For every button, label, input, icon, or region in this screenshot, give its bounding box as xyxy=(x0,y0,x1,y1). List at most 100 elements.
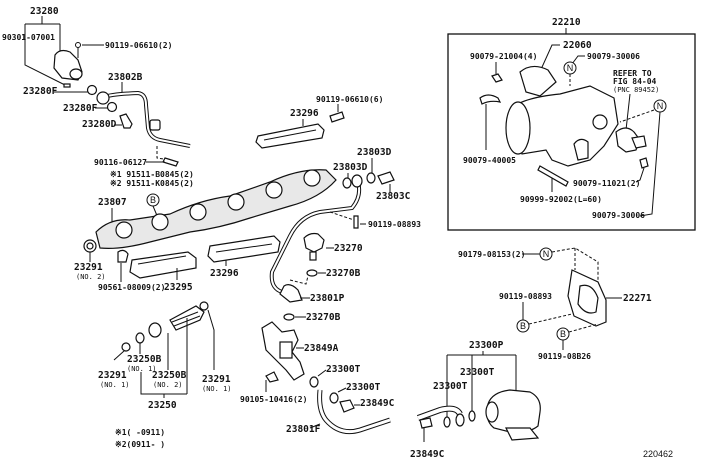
callout-b-letter-2: B xyxy=(520,321,526,331)
part-90561-08009[interactable] xyxy=(117,249,129,263)
label-23250B-no2[interactable]: 23250B xyxy=(152,370,187,381)
label-23280F-b[interactable]: 23280F xyxy=(63,103,98,114)
label-23296-bottom[interactable]: 23296 xyxy=(210,268,239,279)
callout-B-left[interactable]: B xyxy=(516,319,530,333)
part-90079-11021[interactable] xyxy=(639,157,649,169)
part-22271-gasket-hole xyxy=(577,284,599,314)
label-22210[interactable]: 22210 xyxy=(552,17,581,28)
label-23280F-a[interactable]: 23280F xyxy=(23,86,58,97)
label-23300T-c[interactable]: 23300T xyxy=(460,367,495,378)
label-23801P[interactable]: 23801P xyxy=(310,293,345,304)
label-22271[interactable]: 22271 xyxy=(623,293,652,304)
part-23280F-b[interactable] xyxy=(106,101,118,113)
label-23849A[interactable]: 23849A xyxy=(304,343,339,354)
callout-N-top[interactable]: N xyxy=(563,61,577,75)
label-90079-30006-a[interactable]: 90079-30006 xyxy=(587,52,640,61)
part-23300T-c[interactable] xyxy=(468,410,476,422)
label-23300T-d[interactable]: 23300T xyxy=(433,381,468,392)
label-23803D-b[interactable]: 23803D xyxy=(333,162,368,173)
part-90119-08893-a[interactable] xyxy=(353,215,359,229)
part-23296-bottom[interactable] xyxy=(207,235,281,263)
label-23849C-a[interactable]: 23849C xyxy=(360,398,395,409)
part-22060-elbow[interactable] xyxy=(519,65,557,97)
part-90999-92002-pin[interactable] xyxy=(537,165,569,187)
label-23291-no2[interactable]: 23291 xyxy=(74,262,103,273)
label-90119-06610-2[interactable]: 90119-06610(2) xyxy=(105,41,172,50)
label-23250B-no1[interactable]: 23250B xyxy=(127,354,162,365)
part-23280D[interactable] xyxy=(119,113,133,129)
label-90079-30006-b[interactable]: 90079-30006 xyxy=(592,211,645,220)
part-23801P[interactable] xyxy=(279,284,303,303)
part-23250B-no2[interactable] xyxy=(148,322,162,338)
label-23291-no1-right[interactable]: 23291 xyxy=(202,374,231,385)
part-throttle-position-sensor[interactable] xyxy=(615,127,641,153)
label-23849C-b[interactable]: 23849C xyxy=(410,449,445,460)
part-23300T-d[interactable] xyxy=(443,416,451,428)
footnote-2: ※2(0911- ) xyxy=(115,440,165,449)
label-23300P[interactable]: 23300P xyxy=(469,340,504,351)
label-23280[interactable]: 23280 xyxy=(30,6,59,17)
callout-B-right[interactable]: B xyxy=(556,327,570,341)
bolt-head xyxy=(75,42,81,48)
label-23300T-a[interactable]: 23300T xyxy=(326,364,361,375)
label-23270[interactable]: 23270 xyxy=(334,243,363,254)
part-23849C-a[interactable] xyxy=(339,399,355,413)
label-23295[interactable]: 23295 xyxy=(164,282,193,293)
part-23250B-no1[interactable] xyxy=(135,332,145,344)
label-90079-11021[interactable]: 90079-11021(2) xyxy=(573,179,640,188)
part-23803D-washer-a[interactable] xyxy=(366,172,376,184)
part-23296-top[interactable] xyxy=(255,123,325,149)
label-90116-06127[interactable]: 90116-06127 xyxy=(94,158,147,167)
part-90079-40005-bracket[interactable] xyxy=(479,94,502,105)
label-22060[interactable]: 22060 xyxy=(563,40,592,51)
label-90119-08B26[interactable]: 90119-08B26 xyxy=(538,352,591,361)
part-23300P-fuel-filter[interactable] xyxy=(486,389,541,433)
part-throttle-port xyxy=(592,114,608,130)
part-90116-06127[interactable] xyxy=(162,157,179,167)
label-23291-no1-left[interactable]: 23291 xyxy=(98,370,127,381)
part-23295-cover[interactable] xyxy=(129,251,197,279)
part-23802B-pipe[interactable] xyxy=(103,91,191,147)
part-23291-r-ring[interactable] xyxy=(199,301,209,311)
label-90999-92002[interactable]: 90999-92002(L=60) xyxy=(520,195,602,204)
label-23270B-b[interactable]: 23270B xyxy=(306,312,341,323)
part-23280F-a[interactable] xyxy=(86,84,98,96)
label-23250[interactable]: 23250 xyxy=(148,400,177,411)
part-23270B-a[interactable] xyxy=(306,269,318,277)
callout-B-note[interactable]: B xyxy=(146,193,160,207)
label-90561-08009[interactable]: 90561-08009(2) xyxy=(98,283,165,292)
label-23803D-a[interactable]: 23803D xyxy=(357,147,392,158)
label-90119-08893-a[interactable]: 90119-08893 xyxy=(368,220,421,229)
label-23300T-b[interactable]: 23300T xyxy=(346,382,381,393)
part-90119-06610-6[interactable] xyxy=(329,111,345,123)
callout-N-gasket[interactable]: N xyxy=(539,247,553,261)
part-23849C-b[interactable] xyxy=(419,417,433,429)
label-23280D[interactable]: 23280D xyxy=(82,119,117,130)
part-23803D-washer-b[interactable] xyxy=(342,177,352,189)
label-90119-08893-b[interactable]: 90119-08893 xyxy=(499,292,552,301)
label-90079-21004[interactable]: 90079-21004(4) xyxy=(470,52,537,61)
part-23270-damper[interactable] xyxy=(303,232,325,253)
label-90105-10416[interactable]: 90105-10416(2) xyxy=(240,395,307,404)
label-23803C[interactable]: 23803C xyxy=(376,191,411,202)
label-90301-07001[interactable]: 90301-07001 xyxy=(2,33,55,42)
label-23801F[interactable]: 23801F xyxy=(286,424,321,435)
label-90079-40005[interactable]: 90079-40005 xyxy=(463,156,516,165)
label-90179-08153[interactable]: 90179-08153(2) xyxy=(458,250,525,259)
part-23291-l-ring[interactable] xyxy=(121,342,131,352)
callout-N-right[interactable]: N xyxy=(653,99,667,113)
part-23803C-bolt[interactable] xyxy=(377,171,395,185)
label-23296-top[interactable]: 23296 xyxy=(290,108,319,119)
part-90105-10416[interactable] xyxy=(265,371,279,383)
label-23807[interactable]: 23807 xyxy=(98,197,127,208)
part-90079-21004[interactable] xyxy=(491,73,503,83)
label-90119-06610-6[interactable]: 90119-06610(6) xyxy=(316,95,383,104)
label-23270B-a[interactable]: 23270B xyxy=(326,268,361,279)
part-throttle-bore xyxy=(505,101,531,155)
leader-23280 xyxy=(24,16,66,86)
part-23300T-b[interactable] xyxy=(329,392,339,404)
part-23300T-a[interactable] xyxy=(309,376,319,388)
part-23270B-b[interactable] xyxy=(283,313,295,321)
label-23802B[interactable]: 23802B xyxy=(108,72,143,83)
